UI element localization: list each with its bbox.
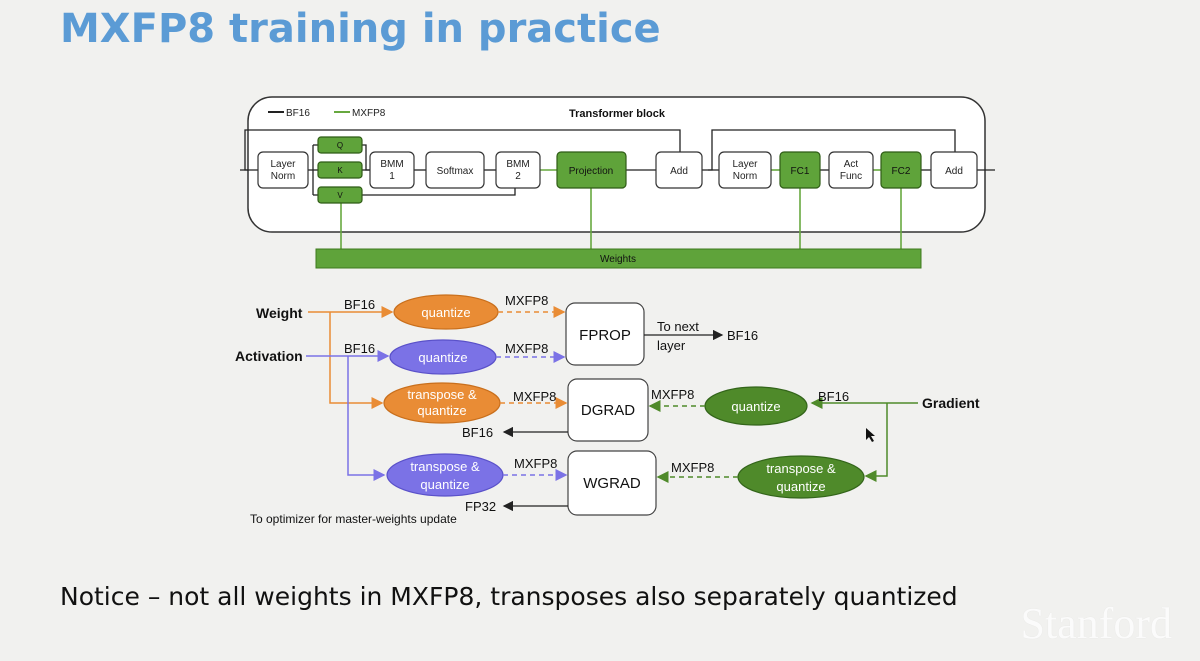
transformer-block: BF16 MXFP8 Transformer block <box>240 96 995 269</box>
q-label: Q <box>337 141 343 150</box>
dgrad-box: DGRAD <box>567 378 649 442</box>
transpose-quantize-activation-node: transpose & quantize <box>386 453 504 497</box>
fc1-node: FC1 <box>779 151 821 189</box>
mxfp8-w-fprop: MXFP8 <box>505 293 548 308</box>
add-1-label: Add <box>670 166 688 177</box>
transpose-quantize-gradient-node: transpose & quantize <box>737 455 865 499</box>
act-func-node: Act Func <box>828 151 874 189</box>
wgrad-label: WGRAD <box>583 475 641 492</box>
quantize-weight-node: quantize <box>393 294 499 330</box>
act-func-line1: Act <box>844 159 859 170</box>
layer-norm-1-line1: Layer <box>270 159 296 170</box>
mxfp8-g-dgrad: MXFP8 <box>651 387 694 402</box>
legend-bf16: BF16 <box>286 108 310 119</box>
activation-label: Activation <box>235 348 303 364</box>
quantize-activation-node: quantize <box>389 339 497 375</box>
dgrad-out-bf16: BF16 <box>462 425 493 440</box>
wgrad-box: WGRAD <box>567 450 657 516</box>
layer-norm-2-line2: Norm <box>733 171 757 182</box>
bmm1-line2: 1 <box>389 171 395 182</box>
projection-node: Projection <box>556 151 627 189</box>
mxfp8-at-wgrad: MXFP8 <box>514 456 557 471</box>
transpose-activation-line2: quantize <box>420 477 469 492</box>
fc2-node: FC2 <box>880 151 922 189</box>
q-node: Q <box>317 136 363 154</box>
k-label: K <box>337 166 343 175</box>
bmm2-node: BMM 2 <box>495 151 541 189</box>
transpose-gradient-line2: quantize <box>776 479 825 494</box>
transpose-weight-line2: quantize <box>417 403 466 418</box>
bmm1-line1: BMM <box>380 159 403 170</box>
transpose-activation-line1: transpose & <box>410 459 480 474</box>
transpose-quantize-weight-node: transpose & quantize <box>383 382 501 424</box>
layer-norm-2-line1: Layer <box>732 159 758 170</box>
mxfp8-wt-dgrad: MXFP8 <box>513 389 556 404</box>
projection-label: Projection <box>569 166 613 177</box>
layer-norm-1-line2: Norm <box>271 171 295 182</box>
transpose-gradient-line1: transpose & <box>766 461 836 476</box>
stanford-watermark: Stanford <box>1020 599 1172 648</box>
bmm2-line2: 2 <box>515 171 521 182</box>
fprop-box: FPROP <box>565 302 645 366</box>
quantize-activation-label: quantize <box>418 350 467 365</box>
v-label: V <box>337 191 343 200</box>
fprop-out-bf16: BF16 <box>727 328 758 343</box>
legend-mxfp8: MXFP8 <box>352 108 386 119</box>
wgrad-out-fp32: FP32 <box>465 499 496 514</box>
layer-norm-2-node: Layer Norm <box>718 151 772 189</box>
gradient-label: Gradient <box>922 395 980 411</box>
optimizer-note: To optimizer for master-weights update <box>250 512 457 526</box>
weights-label: Weights <box>600 254 636 265</box>
add-1-node: Add <box>655 151 703 189</box>
act-func-line2: Func <box>840 171 862 182</box>
slide-title: MXFP8 training in practice <box>60 6 661 52</box>
mxfp8-a-fprop: MXFP8 <box>505 341 548 356</box>
k-node: K <box>317 161 363 179</box>
add-2-label: Add <box>945 166 963 177</box>
quantize-gradient-node: quantize <box>704 386 808 426</box>
bmm2-line1: BMM <box>506 159 529 170</box>
gradient-bf16: BF16 <box>818 389 849 404</box>
transformer-title: Transformer block <box>569 108 666 120</box>
fc2-label: FC2 <box>892 166 911 177</box>
weight-bf16: BF16 <box>344 297 375 312</box>
activation-bf16: BF16 <box>344 341 375 356</box>
softmax-label: Softmax <box>437 166 474 177</box>
layer-norm-1-node: Layer Norm <box>257 151 309 189</box>
slide-caption: Notice – not all weights in MXFP8, trans… <box>60 582 958 611</box>
fc1-label: FC1 <box>791 166 810 177</box>
to-next-line2: layer <box>657 338 686 353</box>
mouse-cursor-icon <box>866 428 875 442</box>
quantize-gradient-label: quantize <box>731 399 780 414</box>
to-next-line1: To next <box>657 319 699 334</box>
mxfp8-flow-diagram: Weight Activation Gradient BF16 BF16 qua… <box>235 293 980 526</box>
v-node: V <box>317 186 363 204</box>
mxfp8-gt-wgrad: MXFP8 <box>671 460 714 475</box>
quantize-weight-label: quantize <box>421 305 470 320</box>
bmm1-node: BMM 1 <box>369 151 415 189</box>
softmax-node: Softmax <box>425 151 485 189</box>
weights-bar: Weights <box>315 248 922 269</box>
transpose-weight-line1: transpose & <box>407 387 477 402</box>
fprop-label: FPROP <box>579 327 631 344</box>
dgrad-label: DGRAD <box>581 402 635 419</box>
weight-label: Weight <box>256 305 303 321</box>
add-2-node: Add <box>930 151 978 189</box>
